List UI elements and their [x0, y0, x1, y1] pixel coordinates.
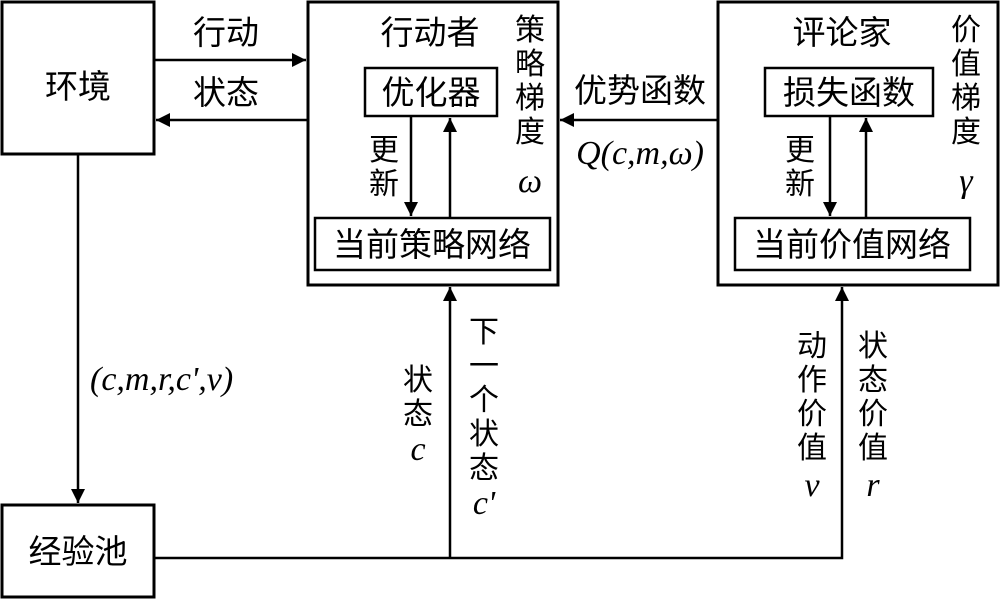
value-gradient-char-2: 值 — [951, 47, 981, 82]
action-label: 行动 — [193, 13, 259, 52]
optimizer-box — [363, 66, 499, 118]
advantage-function-label: 优势函数 — [574, 71, 706, 110]
experience-pool-label: 经验池 — [29, 532, 128, 571]
policy-gradient-char-1: 策 — [515, 13, 545, 48]
state-value-char-2: 态 — [858, 363, 888, 398]
state-c-char-2: 态 — [403, 397, 433, 432]
action-value-char-2: 作 — [797, 363, 827, 398]
state-label: 状态 — [193, 73, 259, 112]
current-value-network-box — [733, 216, 972, 272]
policy-gradient-symbol: ω — [518, 163, 542, 200]
critic-update-text-2: 新 — [785, 167, 815, 202]
action-value-char-4: 值 — [797, 431, 827, 466]
value-gradient-char-3: 梯 — [951, 81, 981, 116]
current-value-network-label: 当前价值网络 — [753, 225, 951, 264]
state-value-symbol: r — [866, 467, 880, 504]
loss-function-label: 损失函数 — [783, 73, 915, 112]
loss-function-box — [763, 66, 935, 118]
environment-box — [0, 0, 156, 156]
pool-output-line — [154, 287, 849, 560]
q-expression-label: Q(c,m,ω) — [576, 135, 704, 172]
tuple-label: (c,m,r,c',v) — [90, 361, 233, 398]
actor-update-text-1: 更 — [369, 133, 399, 168]
next-state-char-1: 下 — [469, 315, 499, 350]
value-gradient-symbol: γ — [959, 163, 974, 200]
value-gradient-char-1: 价 — [951, 13, 981, 48]
actor-update-text-2: 新 — [369, 167, 399, 202]
policy-gradient-char-3: 梯 — [515, 81, 545, 116]
policy-gradient-char-4: 度 — [515, 115, 545, 150]
next-state-char-3: 个 — [469, 383, 499, 418]
action-value-char-1: 动 — [797, 329, 827, 364]
action-value-char-3: 价 — [797, 397, 827, 432]
optimizer-label: 优化器 — [382, 73, 481, 112]
value-gradient-char-4: 度 — [951, 115, 981, 150]
critic-label: 评论家 — [793, 13, 892, 52]
actor-label: 行动者 — [381, 13, 480, 52]
state-c-symbol: c — [410, 431, 425, 468]
next-state-char-4: 状 — [469, 417, 499, 452]
experience-pool-box — [0, 503, 156, 599]
current-policy-network-label: 当前策略网络 — [333, 225, 531, 264]
state-value-char-1: 状 — [858, 329, 888, 364]
state-c-char-1: 状 — [403, 363, 433, 398]
next-state-char-2: 一 — [469, 349, 499, 384]
environment-label: 环境 — [45, 67, 111, 106]
next-state-symbol: c' — [473, 485, 496, 522]
next-state-char-5: 态 — [469, 451, 499, 486]
current-policy-network-box — [313, 216, 552, 272]
critic-update-text-1: 更 — [785, 133, 815, 168]
state-value-char-4: 值 — [858, 431, 888, 466]
action-value-symbol: v — [804, 467, 820, 504]
state-value-char-3: 价 — [858, 397, 888, 432]
policy-gradient-char-2: 略 — [515, 47, 545, 82]
